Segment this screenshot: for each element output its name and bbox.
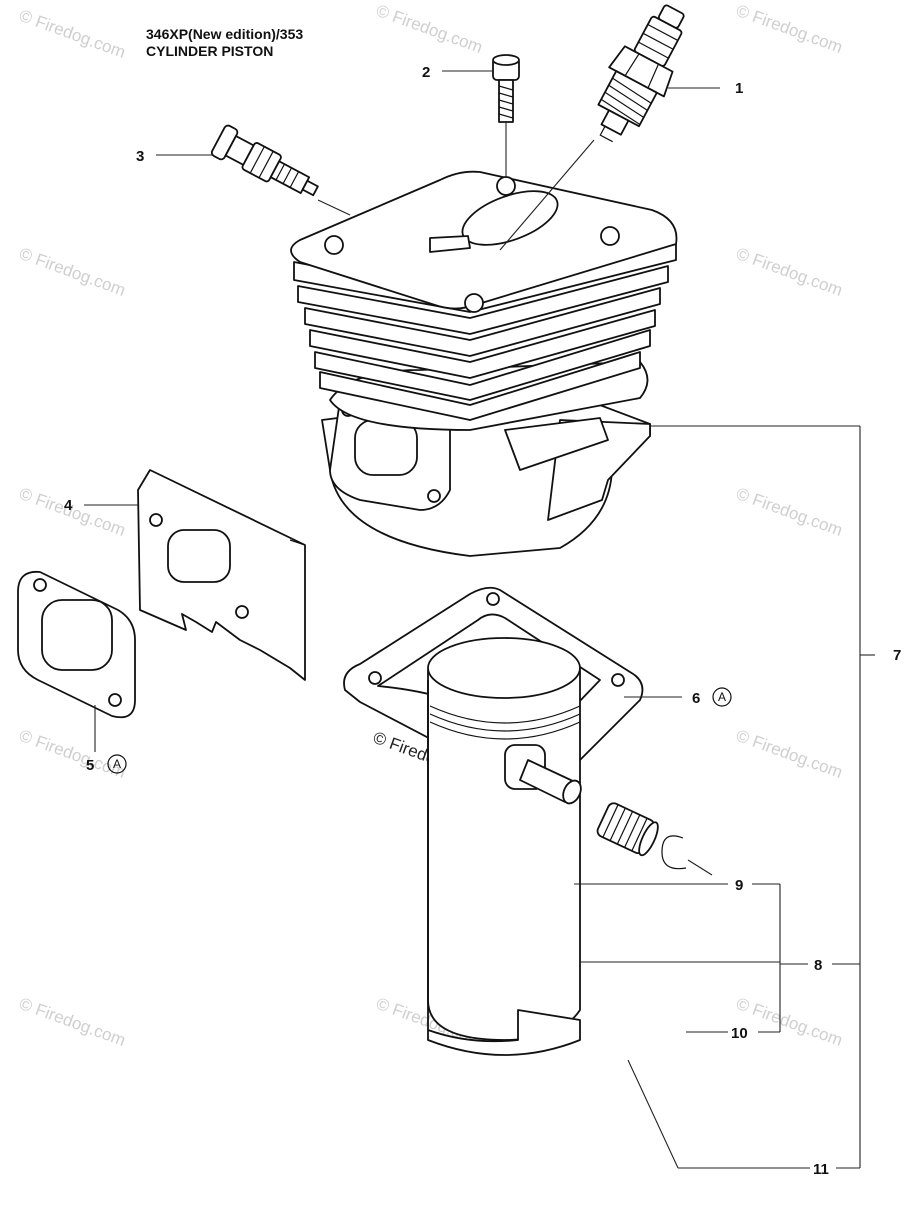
callout-6: 6 [692, 690, 700, 707]
callout-10: 10 [731, 1025, 748, 1042]
callout-3: 3 [136, 148, 144, 165]
watermark: © Firedog.com [734, 1, 845, 57]
callout-5: 5 [86, 757, 94, 774]
kit-marker-circle [107, 754, 127, 774]
watermark: © Firedog.com [734, 994, 845, 1050]
part-circlip[interactable] [661, 835, 713, 876]
part-piston[interactable] [427, 637, 584, 1056]
watermark: © Firedog.com [734, 726, 845, 782]
watermark: © Firedog.com [734, 244, 845, 300]
watermark: © Firedog.com [17, 726, 128, 782]
kit-marker-letter: A [113, 757, 121, 771]
watermark: © Firedog.com [17, 6, 128, 62]
callout-7: 7 [893, 647, 901, 664]
watermark: © Firedog.com [17, 994, 128, 1050]
callout-9: 9 [735, 877, 743, 894]
part-needle-bearing[interactable] [596, 801, 662, 857]
part-spark-plug[interactable] [579, 0, 702, 153]
callout-4: 4 [64, 497, 73, 514]
watermark: © Firedog.com [17, 244, 128, 300]
part-cylinder-bolt[interactable] [492, 54, 520, 178]
callout-11: 11 [813, 1161, 829, 1178]
callout-labels: 1 2 3 4 5 A 6 A 7 8 9 10 11 [64, 64, 901, 1178]
watermark: © Firedog.com [374, 1, 485, 57]
kit-marker-letter: A [718, 690, 726, 704]
watermark: © Firedog.com [734, 484, 845, 540]
diagram-title: 346XP(New edition)/353 CYLINDER PISTON [146, 26, 303, 60]
leader-lines [84, 70, 875, 1169]
model-label: 346XP(New edition)/353 [146, 26, 304, 42]
part-heat-shield[interactable] [137, 469, 306, 681]
part-muffler-gasket[interactable] [17, 570, 136, 719]
callout-2: 2 [422, 64, 430, 81]
callout-8: 8 [814, 957, 822, 974]
section-label: CYLINDER PISTON [146, 43, 274, 59]
part-cylinder[interactable] [290, 170, 678, 557]
watermark: © Firedog.com [17, 484, 128, 540]
kit-marker-circle [712, 687, 732, 707]
callout-1: 1 [735, 80, 743, 97]
part-decompression-valve[interactable] [210, 124, 351, 216]
